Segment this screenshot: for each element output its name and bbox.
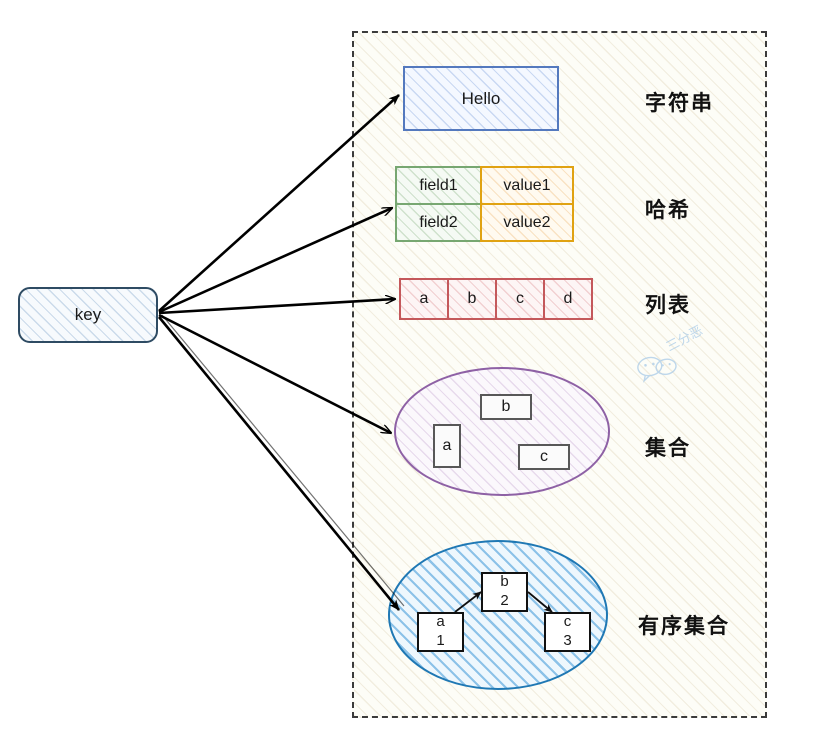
hash-field-cell[interactable]: field1 [395, 166, 482, 205]
hash-field-cell[interactable]: field2 [395, 203, 482, 242]
key-node[interactable]: key [18, 287, 158, 343]
type-label-list: 列表 [645, 292, 691, 317]
type-label-sorted-set: 有序集合 [638, 613, 730, 638]
sorted-set-member-score: 3 [563, 632, 572, 649]
sorted-set-member-name: b [500, 573, 509, 591]
list-cells: a b c d [399, 278, 593, 320]
type-label-string: 字符串 [645, 90, 714, 115]
list-cell[interactable]: d [543, 278, 593, 320]
sorted-set-member[interactable]: a 1 [417, 612, 464, 652]
list-cell[interactable]: c [495, 278, 545, 320]
sorted-set-member-name: a [436, 613, 445, 631]
type-label-set: 集合 [645, 435, 691, 460]
list-cell[interactable]: a [399, 278, 449, 320]
set-member[interactable]: b [480, 394, 532, 420]
hash-value-cell[interactable]: value1 [480, 166, 574, 205]
sorted-set-member[interactable]: b 2 [481, 572, 528, 612]
set-member[interactable]: a [433, 424, 461, 468]
set-member[interactable]: c [518, 444, 570, 470]
list-cell[interactable]: b [447, 278, 497, 320]
type-label-hash: 哈希 [645, 197, 691, 222]
sorted-set-member-name: c [563, 613, 572, 631]
sorted-set-member-score: 1 [436, 632, 445, 649]
string-value-box[interactable]: Hello [403, 66, 559, 131]
hash-value-cell[interactable]: value2 [480, 203, 574, 242]
set-ellipse [394, 367, 610, 496]
hash-table: field1 value1 field2 value2 [395, 166, 574, 242]
sorted-set-member[interactable]: c 3 [544, 612, 591, 652]
key-node-label: key [74, 305, 102, 324]
sorted-set-member-score: 2 [500, 592, 509, 609]
string-value-text: Hello [461, 88, 501, 108]
